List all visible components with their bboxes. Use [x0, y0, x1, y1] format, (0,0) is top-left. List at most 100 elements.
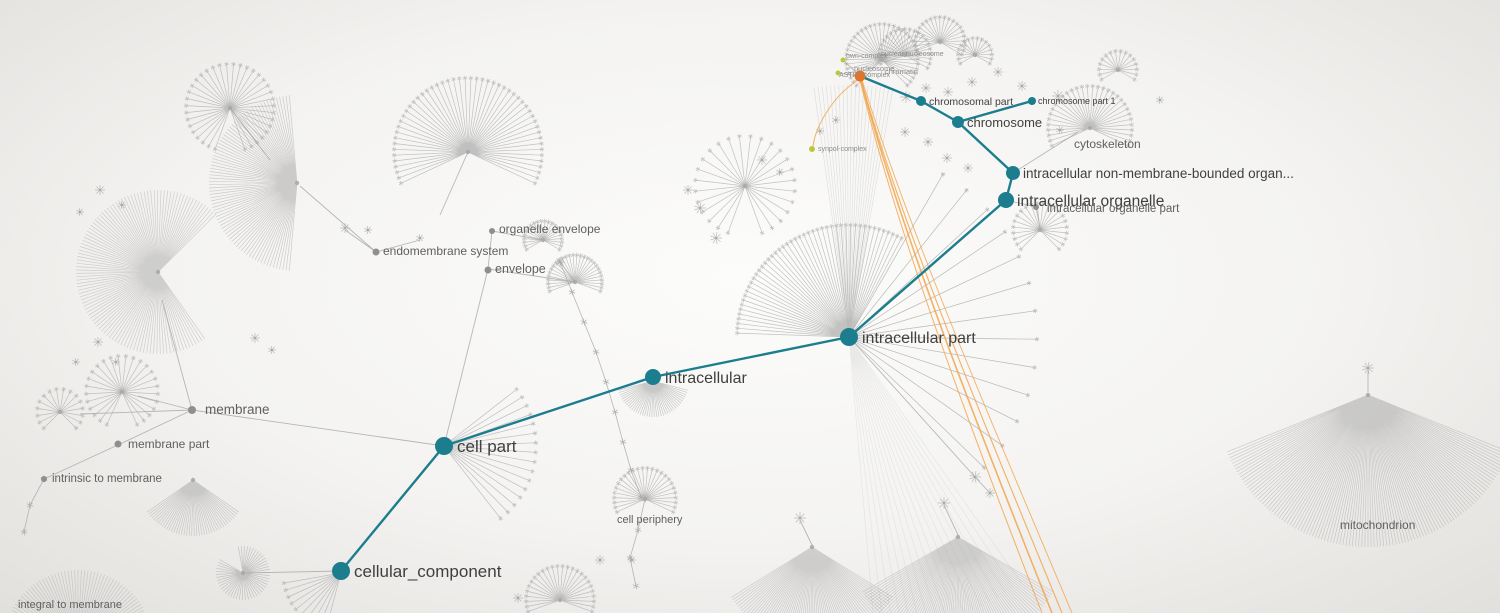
gray-edges	[43, 59, 1369, 574]
term-label: cytoskeleton	[1074, 137, 1141, 151]
fan-cluster	[443, 387, 539, 521]
starburst-node	[967, 77, 977, 87]
starburst-center	[686, 188, 690, 192]
chain-star-leaves	[20, 475, 48, 536]
graph-node-intracellular[interactable]	[645, 369, 661, 385]
fan-cluster	[692, 133, 798, 236]
starburst-center	[630, 558, 634, 562]
highlight-edge-intracellular--intracellular-part	[651, 335, 851, 379]
graph-node-cell-part[interactable]	[435, 437, 453, 455]
fan-cluster	[521, 218, 565, 252]
term-label: nucleosome	[854, 64, 894, 73]
fan-center-node	[742, 183, 748, 189]
starburst-node	[95, 185, 105, 195]
graph-node-nucleosome[interactable]	[854, 70, 866, 82]
graph-node-synpol-complex[interactable]	[809, 146, 815, 152]
graph-node-cellular-component[interactable]	[332, 562, 350, 580]
starburst-center	[926, 140, 930, 144]
starburst-center	[988, 491, 992, 495]
starburst-node	[416, 234, 424, 242]
starburst-node	[923, 137, 933, 147]
starburst-center	[1056, 94, 1060, 98]
highlight-edge-intracellular-nmb-organelle--chromosome	[956, 120, 1015, 175]
fan-cluster	[545, 252, 605, 294]
starburst-center	[74, 360, 78, 364]
starburst-center	[778, 170, 782, 174]
starburst-center	[714, 236, 718, 240]
starburst-center	[516, 596, 520, 600]
starburst-node	[963, 163, 973, 173]
fan-cluster	[34, 386, 86, 431]
fan-cluster	[734, 222, 904, 338]
starburst-node	[1156, 96, 1164, 104]
term-label: organelle envelope	[499, 222, 601, 236]
fan-cluster	[183, 61, 277, 152]
term-node-dot[interactable]	[114, 440, 122, 448]
starburst-center	[1020, 84, 1024, 88]
chain-edge	[23, 478, 45, 533]
starburst-center	[1158, 98, 1162, 102]
starburst-center	[96, 340, 100, 344]
fan-center-node	[294, 180, 300, 186]
starburst-node	[776, 168, 784, 176]
graph-node-green-b[interactable]	[835, 70, 841, 76]
starburst-center	[946, 90, 950, 94]
starburst-center	[698, 206, 702, 210]
term-node-dot[interactable]	[41, 476, 47, 482]
term-label: integral to membrane	[18, 599, 122, 611]
term-label: intrinsic to membrane	[52, 473, 162, 485]
starburst-node	[595, 555, 605, 565]
fan-cluster	[848, 336, 1022, 613]
orange-edge	[861, 79, 1073, 613]
starburst-node	[900, 127, 910, 137]
term-node-dot[interactable]	[1033, 204, 1039, 210]
term-node-dot[interactable]	[188, 406, 196, 414]
fan-cluster	[208, 95, 298, 271]
starburst-node	[832, 116, 840, 124]
starburst-node	[268, 346, 276, 354]
highlight-edge-chromosome--chromosome-part	[956, 99, 1034, 124]
fan-center-node	[119, 389, 125, 395]
starburst-center	[253, 336, 257, 340]
graph-node-chromosome[interactable]	[952, 116, 964, 128]
term-node-dot[interactable]	[489, 228, 495, 234]
starburst-node	[938, 497, 950, 509]
fan-center-node	[155, 269, 161, 275]
term-label: mitochondrion	[1340, 518, 1415, 532]
fan-cluster	[523, 563, 597, 613]
term-label: intracellular organelle part	[1047, 203, 1180, 215]
starburst-center	[834, 118, 838, 122]
term-node-dot[interactable]	[372, 248, 380, 256]
starburst-node	[1056, 126, 1064, 134]
term-label: endomembrane system	[383, 244, 508, 258]
graph-node-intracellular-nmb-organelle[interactable]	[1006, 166, 1020, 180]
term-node-dot[interactable]	[484, 266, 492, 274]
chain-edge	[559, 261, 642, 498]
term-label: own-complex	[846, 53, 888, 60]
fan-cluster	[731, 546, 893, 613]
starburst-node	[694, 202, 706, 214]
orange-edge	[860, 79, 1063, 613]
term-label: membrane part	[128, 437, 210, 451]
starburst-center	[558, 260, 562, 264]
fan-center-node	[190, 477, 196, 483]
graph-node-intracellular-organelle[interactable]	[998, 192, 1014, 208]
fan-cluster	[10, 570, 146, 613]
graph-node-label-cellular-component: cellular_component	[354, 562, 502, 581]
graph-node-chromosome-part[interactable]	[1028, 97, 1036, 105]
term-label: cell periphery	[617, 514, 683, 526]
graph-node-green-a[interactable]	[840, 57, 846, 63]
starburst-node	[985, 488, 995, 498]
graph-node-label-intracellular-organelle: intracellular organelle	[1017, 193, 1164, 210]
starburst-node	[364, 226, 372, 234]
starburst-center	[343, 226, 347, 230]
fan-cluster	[281, 572, 342, 613]
highlight-edge-intracellular-part--intracellular-organelle	[847, 198, 1008, 339]
graph-node-intracellular-part[interactable]	[840, 328, 858, 346]
graph-node-chromosomal-part[interactable]	[916, 96, 926, 106]
starburst-node	[1017, 81, 1027, 91]
fan-center-node	[809, 544, 815, 550]
starburst-center	[120, 203, 124, 207]
